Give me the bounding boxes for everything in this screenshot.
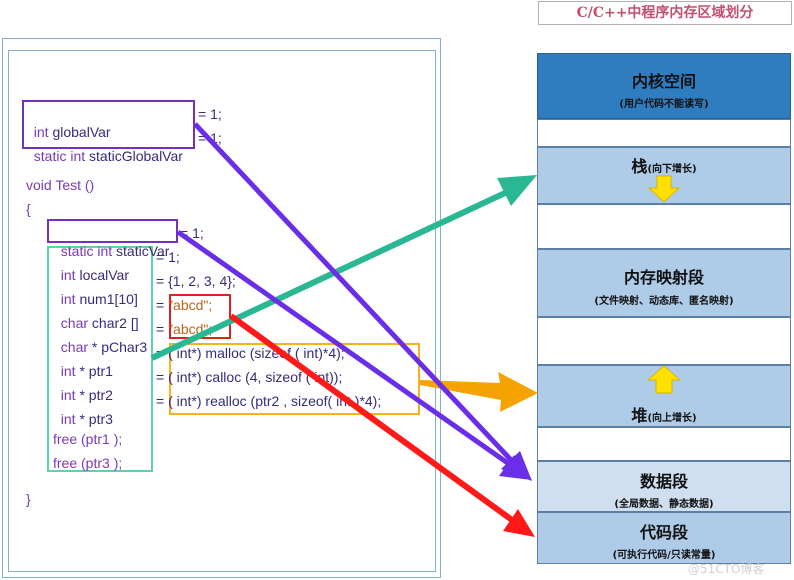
code-identifier: localVar	[75, 267, 130, 283]
segment-code-subtitle: (可执行代码/只读常量)	[612, 550, 716, 561]
code-line-ptr1: int * ptr1	[53, 344, 113, 380]
code-identifier: * ptr1	[75, 363, 113, 379]
const-arrow-head	[503, 509, 535, 537]
code-assign: = 1;	[156, 248, 180, 266]
code-assign: = "abcd";	[156, 296, 212, 314]
stack-vars-box	[47, 246, 153, 472]
segment-mmap-title: 内存映射段	[623, 268, 704, 287]
code-func-signature: void Test ()	[26, 177, 95, 193]
code-identifier: globalVar	[48, 124, 111, 140]
segment-data: 数据段 (全局数据、静态数据)	[537, 461, 791, 512]
code-identifier: * ptr2	[75, 387, 113, 403]
code-assign: = ( int*) calloc (4, sizeof ( int));	[156, 368, 342, 386]
code-assign: = 1;	[180, 224, 204, 242]
heap-growth-arrow	[646, 365, 682, 394]
static-arrow-head	[499, 455, 532, 480]
segment-stack-subtitle: (向下增长)	[647, 164, 697, 175]
code-free-ptr1: free (ptr1 );	[53, 431, 123, 447]
code-value: = 1;	[156, 249, 180, 265]
segment-gap	[537, 317, 791, 365]
global-arrow-line	[193, 122, 514, 463]
code-identifier: * ptr3	[75, 411, 113, 427]
segment-code: 代码段 (可执行代码/只读常量)	[537, 512, 791, 564]
code-line-num1: int num1[10]	[53, 272, 138, 308]
code-keyword: int	[33, 124, 49, 140]
code-keyword: int	[60, 411, 76, 427]
code-identifier: num1[10]	[75, 291, 138, 307]
segment-gap	[537, 204, 791, 249]
code-free-ptr3: free (ptr3 );	[53, 455, 123, 471]
global-vars-box	[22, 100, 195, 149]
code-line-pchar3: char * pChar3	[53, 320, 147, 356]
segment-data-subtitle: (全局数据、静态数据)	[614, 499, 714, 510]
code-panel	[8, 50, 436, 572]
segment-kernel: 内核空间 (用户代码不能读写)	[537, 53, 791, 119]
code-keyword: static int	[60, 243, 113, 259]
code-value: = ( int*) calloc (4, sizeof ( int));	[156, 369, 343, 385]
code-panel-outer	[2, 38, 441, 578]
heap-arrow	[420, 372, 538, 412]
stack-arrow-head	[497, 175, 537, 206]
code-assign: = {1, 2, 3, 4};	[156, 272, 236, 290]
code-value: = {1, 2, 3, 4};	[156, 273, 236, 289]
code-keyword: int	[60, 291, 76, 307]
segment-code-title: 代码段	[639, 523, 688, 542]
segment-stack-title: 栈	[631, 157, 648, 176]
code-open-brace: {	[26, 201, 31, 217]
code-assign: = 1;	[198, 129, 222, 147]
code-line-global-var: int globalVar	[26, 105, 111, 141]
code-string: "abcd";	[168, 297, 213, 313]
static-var-box	[47, 219, 178, 243]
segment-stack-label: 栈(向下增长)	[538, 153, 790, 177]
code-assign: = 1;	[198, 105, 222, 123]
code-line-ptr3: int * ptr3	[53, 392, 113, 428]
segment-mmap-subtitle: (文件映射、动态库、匿名映射)	[594, 296, 734, 307]
code-keyword: int	[60, 267, 76, 283]
code-line-local-var: int localVar	[53, 248, 129, 284]
code-keyword: char	[60, 339, 89, 355]
code-line-static-global: static int staticGlobalVar	[26, 129, 183, 165]
code-identifier: char2 []	[88, 315, 139, 331]
code-close-brace: }	[26, 491, 31, 507]
code-operator: =	[156, 297, 169, 313]
const-arrow-line	[229, 313, 514, 523]
code-keyword: char	[60, 315, 89, 331]
code-value: = 1;	[198, 130, 222, 146]
watermark: @51CTO博客	[688, 562, 765, 576]
stack-arrow-line	[150, 190, 507, 361]
code-line-static-var: static int staticVar	[53, 224, 170, 260]
static-arrow-line	[176, 229, 514, 469]
code-line-ptr2: int * ptr2	[53, 368, 113, 404]
segment-heap-label: 堆(向上增长)	[538, 402, 790, 426]
code-operator: =	[156, 321, 169, 337]
code-identifier: * pChar3	[88, 339, 148, 355]
diagram-title: C/C++中程序内存区域划分	[538, 1, 792, 25]
code-assign: = ( int*) realloc (ptr2 , sizeof( int )*…	[156, 392, 381, 410]
code-keyword: int	[60, 363, 76, 379]
heap-calls-box	[169, 343, 420, 415]
segment-gap	[537, 119, 791, 147]
stack-growth-arrow	[647, 175, 681, 203]
segment-data-title: 数据段	[639, 472, 688, 491]
segment-heap-subtitle: (向上增长)	[647, 413, 697, 424]
code-value: = ( int*) realloc (ptr2 , sizeof( int )*…	[156, 393, 382, 409]
segment-mmap: 内存映射段 (文件映射、动态库、匿名映射)	[537, 249, 791, 317]
segment-heap-title: 堆	[631, 406, 648, 425]
code-keyword: int	[60, 387, 76, 403]
segment-kernel-title: 内核空间	[631, 72, 696, 91]
code-value: = 1;	[180, 225, 204, 241]
code-identifier: staticGlobalVar	[85, 148, 183, 164]
segment-gap	[537, 427, 791, 461]
code-keyword: static int	[33, 148, 86, 164]
code-identifier: staticVar	[112, 243, 170, 259]
segment-kernel-subtitle: (用户代码不能读写)	[619, 99, 709, 110]
code-value: = 1;	[198, 106, 222, 122]
code-line-char2: char char2 []	[53, 296, 139, 332]
